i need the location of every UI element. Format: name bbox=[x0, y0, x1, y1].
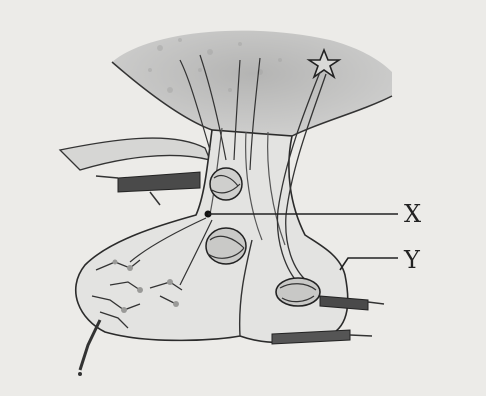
blood-vessel-left bbox=[118, 172, 200, 192]
vein-lower-left bbox=[80, 320, 100, 370]
hypothalamus-region bbox=[112, 31, 392, 139]
label-x: X bbox=[404, 202, 421, 226]
optic-chiasm bbox=[60, 138, 210, 170]
primary-capillary-plexus bbox=[210, 168, 242, 200]
nerve-ending-cluster bbox=[276, 278, 320, 306]
label-y: Y bbox=[404, 248, 420, 272]
secondary-capillary-plexus bbox=[206, 228, 246, 264]
pointer-line-y bbox=[340, 258, 398, 270]
